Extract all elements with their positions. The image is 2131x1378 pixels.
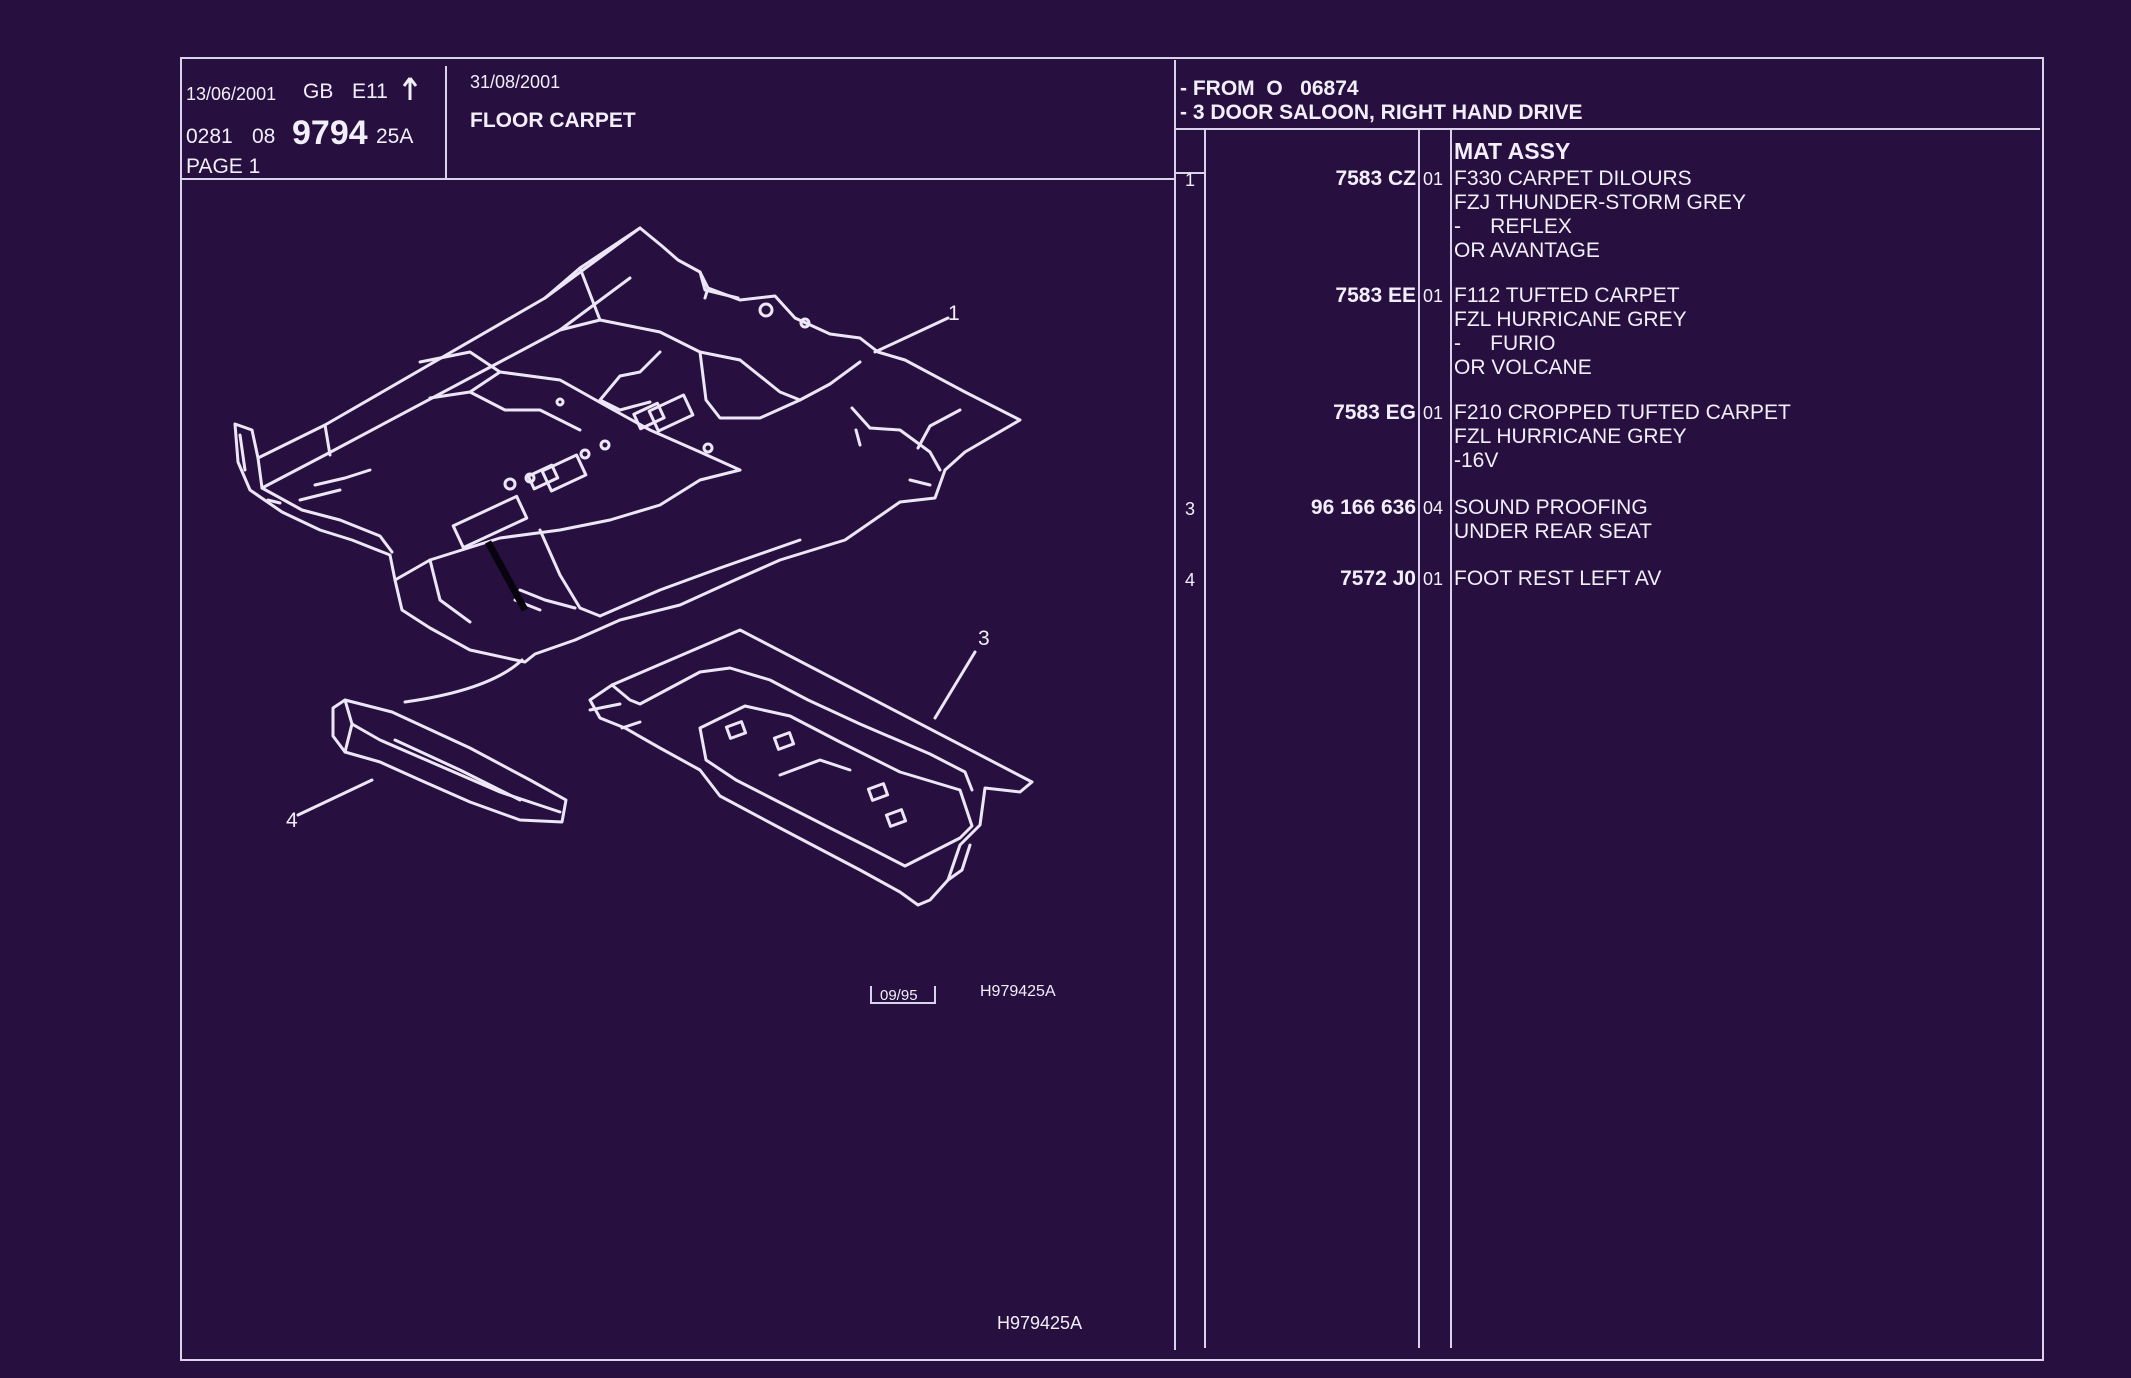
- floor-carpet-outline: [233, 226, 1022, 664]
- ref-group: 08: [252, 125, 276, 148]
- col-number-divider: [1418, 130, 1420, 1348]
- sound-proofing-outline: [588, 628, 1034, 907]
- col-item-divider: [1204, 130, 1206, 1348]
- part-item-number: 1: [1185, 170, 1196, 190]
- part-description-line: FZL HURRICANE GREY: [1454, 425, 1687, 448]
- part-description-line: SOUND PROOFING: [1454, 496, 1648, 519]
- part-number: 7583 EE: [1335, 284, 1416, 307]
- part-number: 7572 J0: [1340, 567, 1416, 590]
- part-description-line: UNDER REAR SEAT: [1454, 520, 1652, 543]
- header-code: E11: [352, 80, 388, 103]
- page-number: PAGE 1: [186, 155, 261, 178]
- part-quantity: 01: [1423, 569, 1444, 589]
- sheet-frame: [180, 57, 2044, 1361]
- part-quantity: 01: [1423, 286, 1444, 306]
- up-arrow-icon: [400, 76, 420, 102]
- group-title: MAT ASSY: [1454, 138, 1571, 164]
- panel-divider: [1174, 60, 1176, 1350]
- header-date2: 31/08/2001: [470, 72, 561, 92]
- applicability-body: - 3 DOOR SALOON, RIGHT HAND DRIVE: [1180, 101, 1583, 124]
- header-divider: [445, 66, 447, 178]
- page-title: FLOOR CARPET: [470, 109, 636, 132]
- part-number: 7583 EG: [1333, 401, 1416, 424]
- part-description-line: -16V: [1454, 449, 1499, 472]
- part-description-line: OR AVANTAGE: [1454, 239, 1600, 262]
- applicability-from: - FROM O 06874: [1180, 77, 1359, 100]
- drawing-ref-bottom: H979425A: [997, 1313, 1083, 1333]
- stamp-box: [870, 986, 936, 1004]
- part-description-line: FZL HURRICANE GREY: [1454, 308, 1687, 331]
- foot-rest-outline: [331, 698, 568, 824]
- part-number: 96 166 636: [1310, 496, 1416, 519]
- callout-3: 3: [978, 627, 990, 650]
- header-bottom-line: [180, 178, 1174, 180]
- part-number: 7583 CZ: [1335, 167, 1416, 190]
- part-description-line: F210 CROPPED TUFTED CARPET: [1454, 401, 1791, 424]
- part-item-number: 4: [1185, 570, 1196, 590]
- callout-4: 4: [286, 809, 298, 832]
- table-top-line: [1174, 172, 1204, 174]
- stamp-text: 09/95: [880, 987, 918, 1004]
- header-market: GB: [303, 80, 334, 103]
- header-date: 13/06/2001: [186, 84, 277, 104]
- part-item-number: 3: [1185, 499, 1196, 519]
- drawing-ref: H979425A: [980, 983, 1056, 1000]
- ref-prefix: 0281: [186, 125, 233, 148]
- part-description-line: OR VOLCANE: [1454, 356, 1592, 379]
- col-qty-divider: [1450, 130, 1452, 1348]
- callout-1: 1: [948, 302, 960, 325]
- part-description-line: FOOT REST LEFT AV: [1454, 567, 1662, 590]
- part-description-line: F330 CARPET DILOURS: [1454, 167, 1692, 190]
- ref-main: 9794: [292, 114, 368, 152]
- part-description-line: - REFLEX: [1454, 215, 1572, 238]
- part-quantity: 01: [1423, 403, 1444, 423]
- part-quantity: 01: [1423, 169, 1444, 189]
- part-description-line: FZJ THUNDER-STORM GREY: [1454, 191, 1747, 214]
- part-quantity: 04: [1423, 498, 1444, 518]
- part-description-line: F112 TUFTED CARPET: [1454, 284, 1680, 307]
- ref-suffix: 25A: [376, 125, 414, 148]
- applicability-bottom-line: [1174, 128, 2040, 130]
- part-description-line: - FURIO: [1454, 332, 1556, 355]
